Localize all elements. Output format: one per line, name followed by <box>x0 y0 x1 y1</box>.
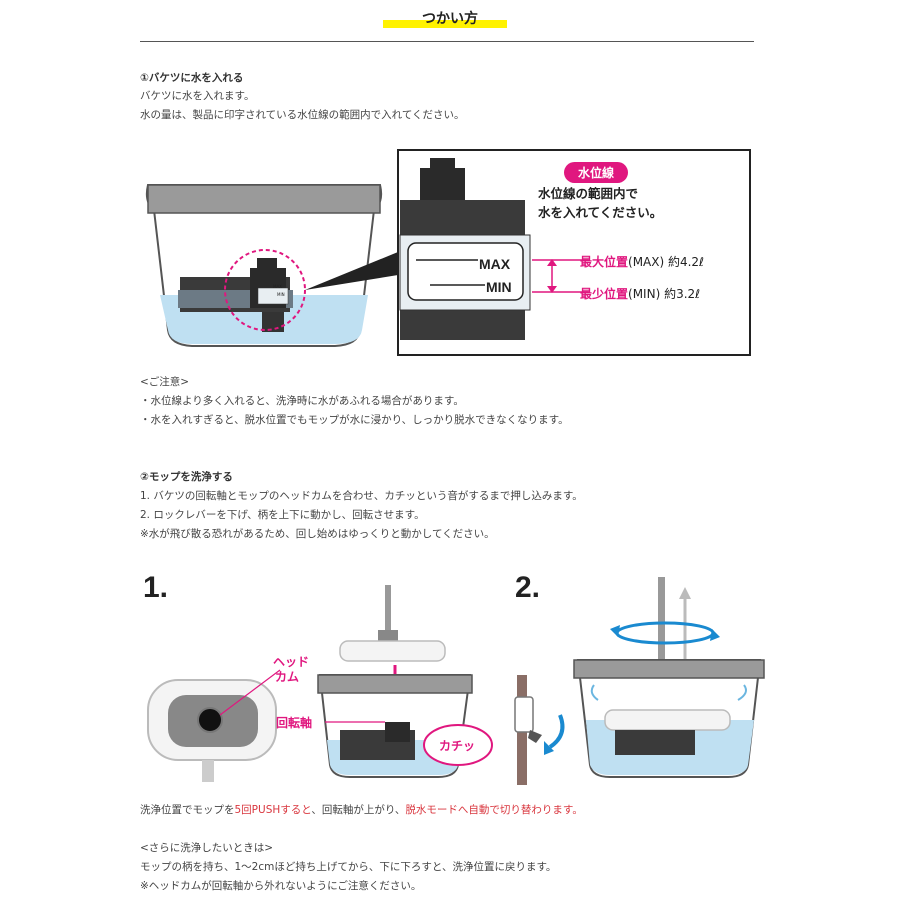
click-bubble <box>423 724 493 766</box>
section1-line-1: バケツに水を入れます。 <box>140 90 255 102</box>
max-position-value: (MAX) 約4.2ℓ <box>628 255 705 269</box>
title-divider <box>140 41 754 42</box>
further-note: ※ヘッドカムが回転軸から外れないようにご注意ください。 <box>140 880 422 892</box>
caution-heading: <ご注意> <box>140 376 190 388</box>
title-highlight <box>383 20 507 28</box>
caution-item-1: ・水位線より多く入れると、洗浄時に水があふれる場合があります。 <box>140 395 464 407</box>
step2-mop-head <box>604 709 731 731</box>
min-position-label: 最少位置 <box>580 287 629 301</box>
gauge-max-label: MAX <box>479 256 511 272</box>
head-cam-label: ヘッドカム <box>273 655 310 684</box>
further-heading: <さらに洗浄したいときは> <box>140 842 274 854</box>
lever-arrow <box>544 741 554 755</box>
zoom-beam <box>305 252 398 290</box>
click-sound-label: カチッ <box>439 739 476 753</box>
section2-line-1: 1. バケツの回転軸とモップのヘッドカムを合わせ、カチッという音がするまで押し込… <box>140 490 583 502</box>
step1-number: 1. <box>143 571 169 604</box>
water-line-callout-2: 水を入れてください。 <box>538 205 663 220</box>
step2-number: 2. <box>515 571 541 604</box>
step2-illustration <box>514 577 765 785</box>
section2-heading: ②モップを洗浄する <box>140 471 233 483</box>
water-line-badge: 水位線 <box>564 162 629 183</box>
gauge-min-label: MIN <box>486 279 512 295</box>
push-count: 5回PUSHすると <box>234 804 312 816</box>
small-gauge-min: MIN <box>277 292 285 297</box>
section2-note: ※水が飛び散る恐れがあるため、回し始めはゆっくりと動かしてください。 <box>140 528 495 540</box>
bucket-water-illustration <box>145 149 751 356</box>
head-cam <box>197 707 223 733</box>
small-gauge-max: MAX <box>273 284 282 289</box>
min-position: 最少位置(MIN) 約3.2ℓ <box>580 283 700 302</box>
bucket-rim <box>147 184 381 214</box>
max-position: 最大位置(MAX) 約4.2ℓ <box>580 251 704 270</box>
further-line-1: モップの柄を持ち、1～2cmほど持ち上げてから、下に下ろすと、洗浄位置に戻ります… <box>140 861 557 873</box>
rotation-shaft-label: 回転軸 <box>276 716 313 730</box>
small-gauge <box>257 287 289 305</box>
mop-handle <box>385 585 391 635</box>
section1-heading: ①バケツに水を入れる <box>140 72 244 84</box>
section1-line-2: 水の量は、製品に印字されている水位線の範囲内で入れてください。 <box>140 109 465 121</box>
auto-switch-text: 脱水モードへ自動で切り替わります。 <box>405 804 583 816</box>
section2-line-2: 2. ロックレバーを下げ、柄を上下に動かし、回転させます。 <box>140 509 425 521</box>
water-line-callout-1: 水位線の範囲内で <box>538 186 639 201</box>
page-title: つかい方 <box>422 11 478 27</box>
mop-head <box>339 640 446 662</box>
caution-item-2: ・水を入れすぎると、脱水位置でもモップが水に浸かり、しっかり脱水できなくなります… <box>140 414 569 426</box>
min-position-value: (MIN) 約3.2ℓ <box>628 287 701 301</box>
step2-mop-handle <box>658 577 665 697</box>
lock-lever <box>528 730 542 743</box>
max-position-label: 最大位置 <box>580 255 629 269</box>
push-note: 洗浄位置でモップを5回PUSHすると、回転軸が上がり、脱水モードへ自動で切り替わ… <box>140 804 583 816</box>
rotation-shaft <box>385 722 410 742</box>
step1-illustration <box>147 585 493 782</box>
